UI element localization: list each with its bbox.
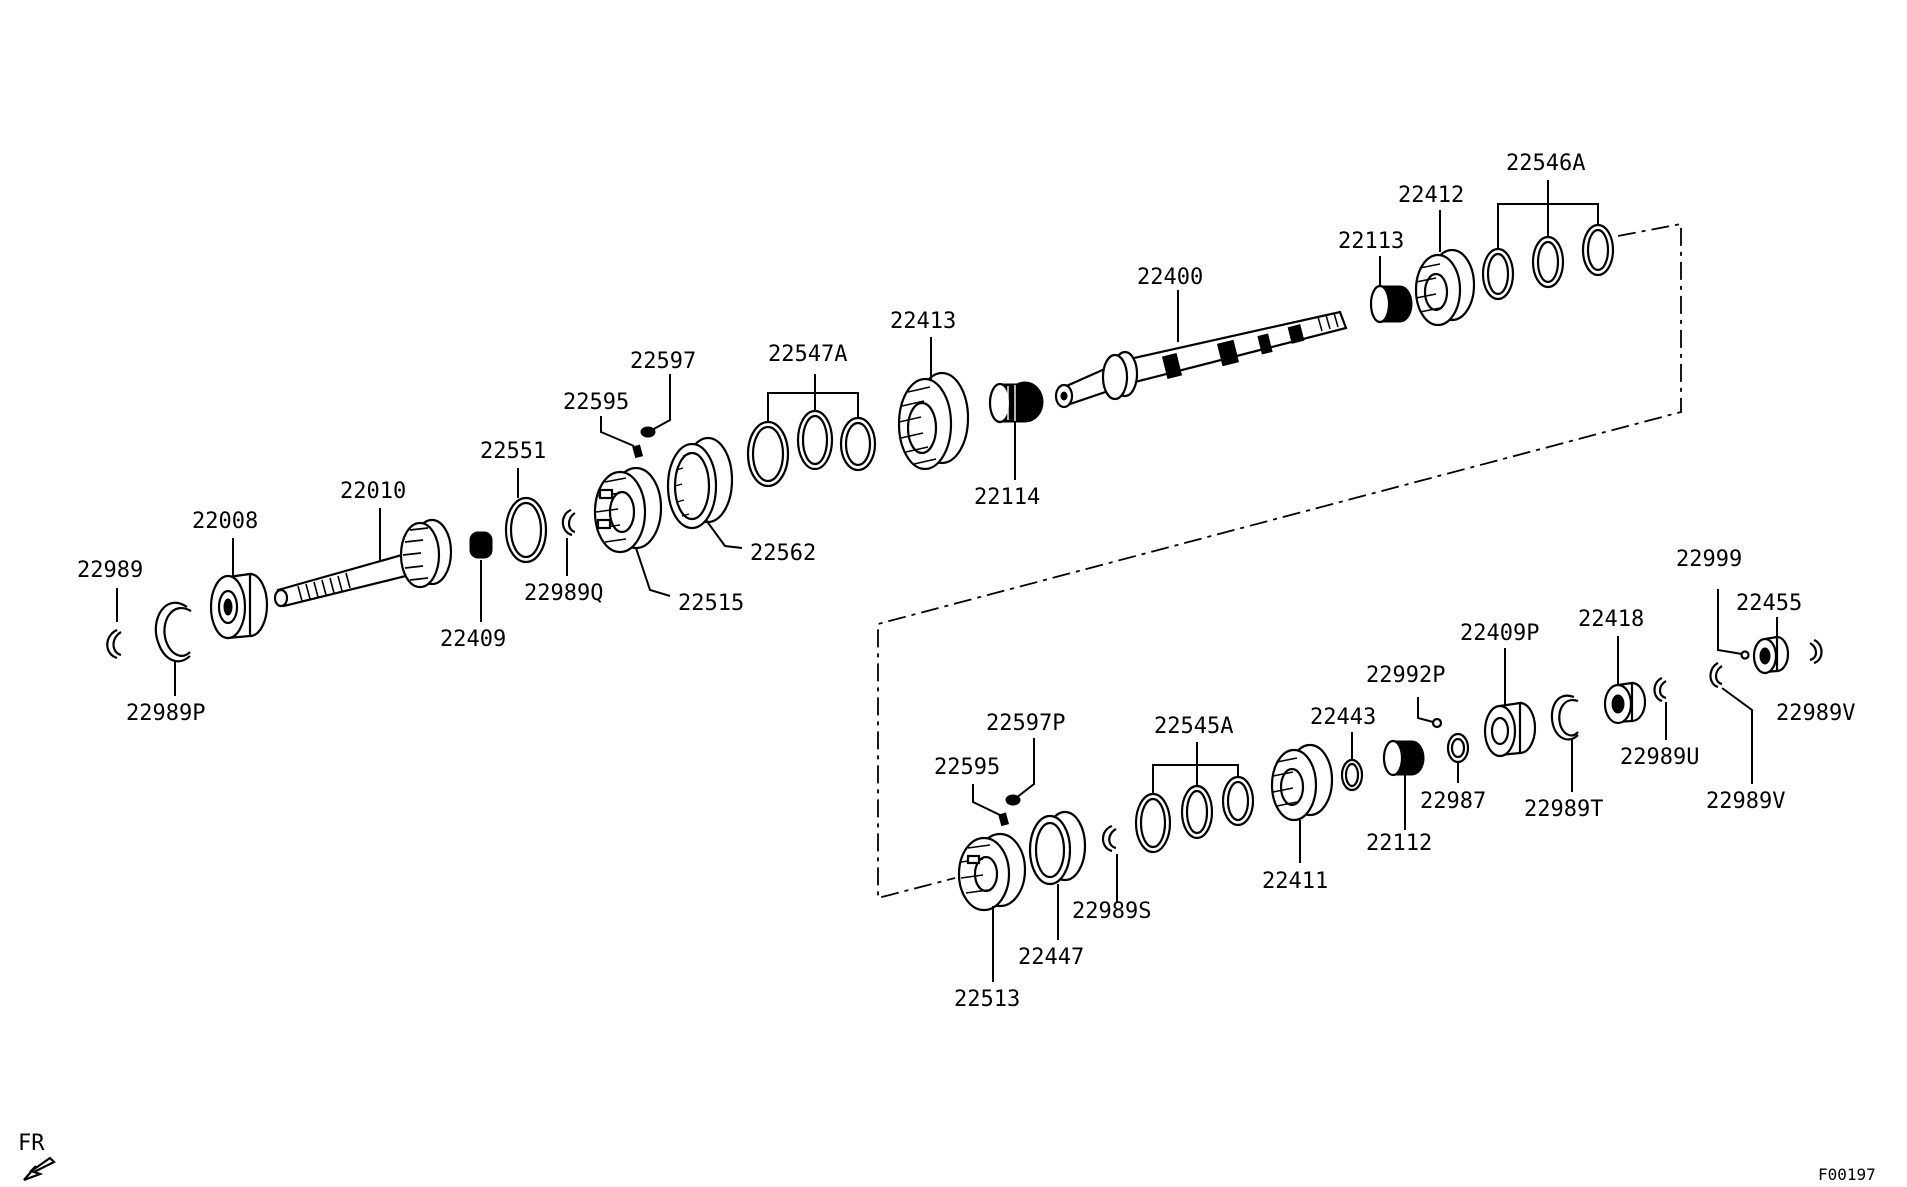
label-22418: 22418 (1578, 607, 1644, 632)
label-22409: 22409 (440, 627, 506, 652)
part-22989V-snap-ring-outer[interactable] (1809, 638, 1823, 665)
part-22455-bearing[interactable] (1752, 635, 1790, 675)
part-22409P-bearing[interactable] (1483, 701, 1537, 758)
label-22455: 22455 (1736, 591, 1802, 616)
part-22400-main-shaft[interactable] (1054, 310, 1348, 409)
label-22989P: 22989P (126, 701, 205, 726)
part-22989T-snap-ring[interactable] (1550, 694, 1579, 741)
part-22595-key-lower[interactable] (998, 812, 1010, 827)
part-22595-key[interactable] (632, 444, 644, 459)
part-22562-sleeve[interactable] (666, 436, 734, 530)
label-22008: 22008 (192, 509, 258, 534)
label-22989T: 22989T (1524, 797, 1603, 822)
label-22987: 22987 (1420, 789, 1486, 814)
label-22547A: 22547A (768, 342, 847, 367)
part-22989Q-snap-ring[interactable] (561, 508, 576, 537)
label-22413: 22413 (890, 309, 956, 334)
part-22008-bearing[interactable] (209, 572, 269, 640)
part-22987-collar[interactable] (1446, 732, 1470, 764)
front-arrow-icon (23, 1156, 56, 1182)
label-22400: 22400 (1137, 265, 1203, 290)
label-22551: 22551 (480, 439, 546, 464)
part-22114-needle-bearing[interactable] (988, 381, 1044, 424)
part-22112-needle-bearing[interactable] (1382, 739, 1425, 777)
label-22411: 22411 (1262, 869, 1328, 894)
label-22412: 22412 (1398, 183, 1464, 208)
part-22411-gear[interactable] (1270, 743, 1334, 822)
label-22443: 22443 (1310, 705, 1376, 730)
part-22515-synchro-hub[interactable] (593, 466, 663, 554)
label-22989V-bottom: 22989V (1706, 789, 1785, 814)
label-22999: 22999 (1676, 547, 1742, 572)
label-22545A: 22545A (1154, 714, 1233, 739)
label-22989U: 22989U (1620, 745, 1699, 770)
figure-id: F00197 (1818, 1165, 1876, 1184)
part-22513-synchro-hub[interactable] (957, 832, 1027, 912)
part-22992P-ball[interactable] (1431, 717, 1443, 729)
part-22597-spring[interactable] (640, 426, 656, 438)
part-22989P-snap-ring[interactable] (154, 601, 192, 663)
assembly-continuation-line (877, 222, 1682, 900)
label-22595-lower: 22595 (934, 755, 1000, 780)
part-22989V-snap-ring-inner[interactable] (1709, 662, 1723, 689)
label-22113: 22113 (1338, 229, 1404, 254)
part-22989S-snap-ring[interactable] (1101, 824, 1117, 853)
label-22992P: 22992P (1366, 663, 1445, 688)
part-22547A-synchro-ring-set[interactable] (746, 409, 877, 488)
label-22447: 22447 (1018, 945, 1084, 970)
fr-label: FR (18, 1131, 45, 1156)
label-22597P: 22597P (986, 711, 1065, 736)
part-22412-gear[interactable] (1414, 248, 1476, 327)
part-22545A-synchro-ring-set[interactable] (1134, 775, 1255, 854)
part-22999-ball[interactable] (1740, 650, 1750, 660)
label-22112: 22112 (1366, 831, 1432, 856)
part-22409-needle-bearing[interactable] (469, 531, 493, 559)
label-22989V-right: 22989V (1776, 701, 1855, 726)
label-22546A: 22546A (1506, 151, 1585, 176)
label-22597: 22597 (630, 349, 696, 374)
part-labels: 22989 22989P 22008 22010 22409 22551 229… (77, 151, 1855, 1012)
label-22989S: 22989S (1072, 899, 1151, 924)
front-direction-indicator: FR (18, 1131, 56, 1182)
label-22513: 22513 (954, 987, 1020, 1012)
label-22989: 22989 (77, 558, 143, 583)
label-22114: 22114 (974, 485, 1040, 510)
part-22010-input-shaft[interactable] (273, 518, 453, 608)
leader-lines (116, 180, 1778, 982)
label-22010: 22010 (340, 479, 406, 504)
label-22515: 22515 (678, 591, 744, 616)
part-22413-gear[interactable] (897, 371, 970, 471)
part-22113-needle-bearing[interactable] (1369, 284, 1413, 324)
part-22989U-snap-ring[interactable] (1653, 676, 1667, 703)
label-22595: 22595 (563, 390, 629, 415)
part-22447-sleeve[interactable] (1028, 810, 1087, 886)
part-22418-bearing[interactable] (1603, 681, 1647, 725)
label-22989Q: 22989Q (524, 581, 603, 606)
part-22551-ring[interactable] (504, 496, 548, 564)
part-22443-washer[interactable] (1340, 758, 1364, 792)
label-22409P: 22409P (1460, 621, 1539, 646)
label-22562: 22562 (750, 541, 816, 566)
part-22989-snap-ring[interactable] (106, 629, 122, 660)
